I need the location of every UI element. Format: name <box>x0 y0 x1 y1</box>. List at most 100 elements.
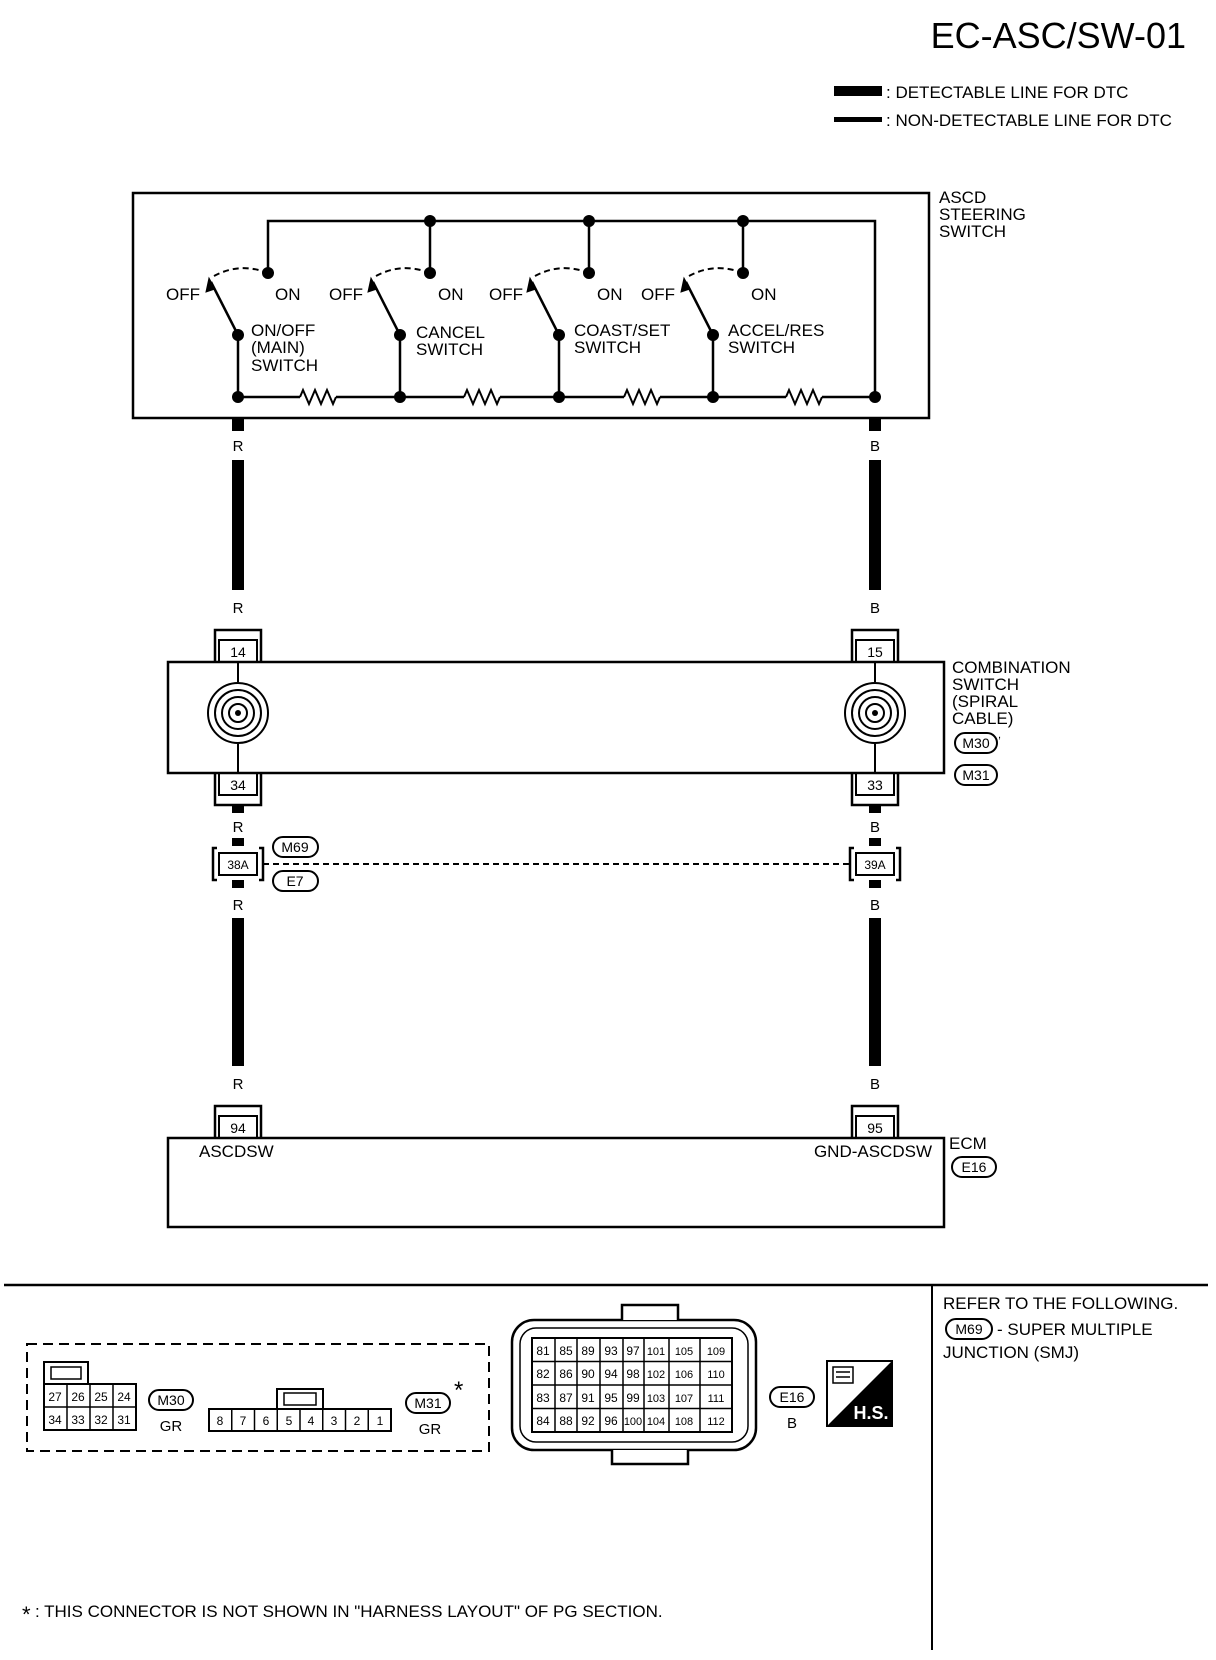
right-harness-wire <box>869 460 881 590</box>
main-switch-label-3: SWITCH <box>251 356 318 375</box>
e16-pin: 95 <box>604 1391 618 1405</box>
ascd-top-bus <box>266 219 877 397</box>
combination-name-2: SWITCH <box>952 675 1019 694</box>
e16-pin: 92 <box>581 1414 595 1428</box>
connector-e16-face <box>510 1303 758 1466</box>
coast-set-switch-blade <box>530 281 561 336</box>
e16-pin: 88 <box>559 1414 573 1428</box>
accel-res-label-2: SWITCH <box>728 338 795 357</box>
m31-color: GR <box>419 1421 442 1438</box>
cancel-switch-blade <box>371 281 402 336</box>
e16-pin: 84 <box>536 1414 550 1428</box>
connector-e7-label: E7 <box>286 873 303 889</box>
e16-pin: 97 <box>626 1344 640 1358</box>
e16-pin: 102 <box>647 1369 665 1381</box>
combination-switch-box <box>166 660 946 775</box>
m31-pin: 4 <box>308 1414 315 1428</box>
legend-non-detectable: : NON-DETECTABLE LINE FOR DTC <box>886 111 1172 130</box>
right-spiral-cable <box>844 682 906 744</box>
m31-pin: 1 <box>377 1414 384 1428</box>
m30-pin: 26 <box>71 1390 85 1404</box>
m30-id-badge <box>148 1389 194 1411</box>
coast-set-label-2: SWITCH <box>574 338 641 357</box>
wire-segment-1: R B R B <box>232 418 881 617</box>
left-harness-wire <box>232 918 244 1066</box>
e16-pin: 87 <box>559 1391 573 1405</box>
e16-pin: 96 <box>604 1414 618 1428</box>
ecm-name: ECM <box>949 1134 987 1153</box>
e16-id: E16 <box>780 1389 805 1405</box>
ascd-steering-switch <box>131 191 931 420</box>
m31-pin: 5 <box>286 1414 293 1428</box>
e16-pin: 99 <box>626 1391 640 1405</box>
refer-line-1: REFER TO THE FOLLOWING. <box>943 1294 1178 1313</box>
terminal-ascdsw: ASCDSW <box>199 1142 274 1161</box>
e16-pin: 81 <box>536 1344 550 1358</box>
e16-pin: 104 <box>647 1416 665 1428</box>
m30-pin: 25 <box>94 1390 108 1404</box>
pin-15: 15 <box>867 644 883 660</box>
m31-pin: 7 <box>240 1414 247 1428</box>
m30-pin: 27 <box>48 1390 62 1404</box>
accel-off-label: OFF <box>641 285 675 304</box>
m31-pin: 2 <box>354 1414 361 1428</box>
e16-pin: 98 <box>626 1367 640 1381</box>
pin-95-bracket <box>850 1104 900 1138</box>
m31-pin: 6 <box>263 1414 270 1428</box>
legend: : DETECTABLE LINE FOR DTC : NON-DETECTAB… <box>834 83 1172 130</box>
left-spiral-cable <box>207 682 269 744</box>
e16-pin: 108 <box>675 1416 693 1428</box>
wire-color-r: R <box>233 438 244 455</box>
accel-res-label-1: ACCEL/RES <box>728 321 824 340</box>
ecm: 94 95 ASCDSW GND-ASCDSW ECM E16 <box>166 1104 997 1229</box>
e16-id-badge <box>769 1386 815 1408</box>
e16-pin: 89 <box>581 1344 595 1358</box>
connector-m69-label: M69 <box>281 839 308 855</box>
connector-m30-pins: 27 26 25 24 34 33 32 31 <box>48 1390 131 1427</box>
refer-line-2: - SUPER MULTIPLE <box>997 1320 1153 1339</box>
non-detectable-line-sample <box>834 117 882 122</box>
m31-pin: 8 <box>217 1414 224 1428</box>
m30-pin: 31 <box>117 1413 131 1427</box>
connector-m31-label: M31 <box>962 767 989 783</box>
refer-m69-label: M69 <box>955 1321 982 1337</box>
e16-pin: 105 <box>675 1346 693 1358</box>
wire-segment-2: R B <box>232 918 881 1093</box>
e16-pin: 103 <box>647 1393 665 1405</box>
pin-95: 95 <box>867 1120 883 1136</box>
combination-name-4: CABLE) <box>952 709 1013 728</box>
e16-pin: 83 <box>536 1391 550 1405</box>
m31-id: M31 <box>414 1395 441 1411</box>
combination-name-1: COMBINATION <box>952 658 1071 677</box>
pin-14-bracket <box>213 628 263 662</box>
coast-on-label: ON <box>597 285 623 304</box>
m30-pin: 33 <box>71 1413 85 1427</box>
e16-pin: 86 <box>559 1367 573 1381</box>
wire-color-r: R <box>233 1076 244 1093</box>
m30-pin: 24 <box>117 1390 131 1404</box>
m30-color: GR <box>160 1418 183 1435</box>
accel-res-switch-blade <box>684 281 715 336</box>
wire-color-r: R <box>233 897 244 914</box>
e16-pin: 91 <box>581 1391 595 1405</box>
e16-pin: 94 <box>604 1367 618 1381</box>
connector-e16-label: E16 <box>962 1159 987 1175</box>
pin-94-bracket <box>213 1104 263 1138</box>
ascd-name-3: SWITCH <box>939 222 1006 241</box>
wire-color-b: B <box>870 1076 880 1093</box>
wire-color-r: R <box>233 600 244 617</box>
connector-m30-badge <box>954 732 998 754</box>
connector-m31-badge <box>954 764 998 786</box>
cancel-on-label: ON <box>438 285 464 304</box>
cancel-switch-label-2: SWITCH <box>416 340 483 359</box>
e16-pin: 107 <box>675 1393 693 1405</box>
hs-label: H.S. <box>853 1403 888 1423</box>
pin-39a: 39A <box>864 858 885 872</box>
e16-pin: 109 <box>707 1346 725 1358</box>
connector-m69-badge <box>272 836 319 858</box>
main-switch-label-1: ON/OFF <box>251 321 315 340</box>
e16-pin: 93 <box>604 1344 618 1358</box>
pin-39a-box <box>855 852 895 876</box>
pin-33: 33 <box>867 777 883 793</box>
accel-on-label: ON <box>751 285 777 304</box>
